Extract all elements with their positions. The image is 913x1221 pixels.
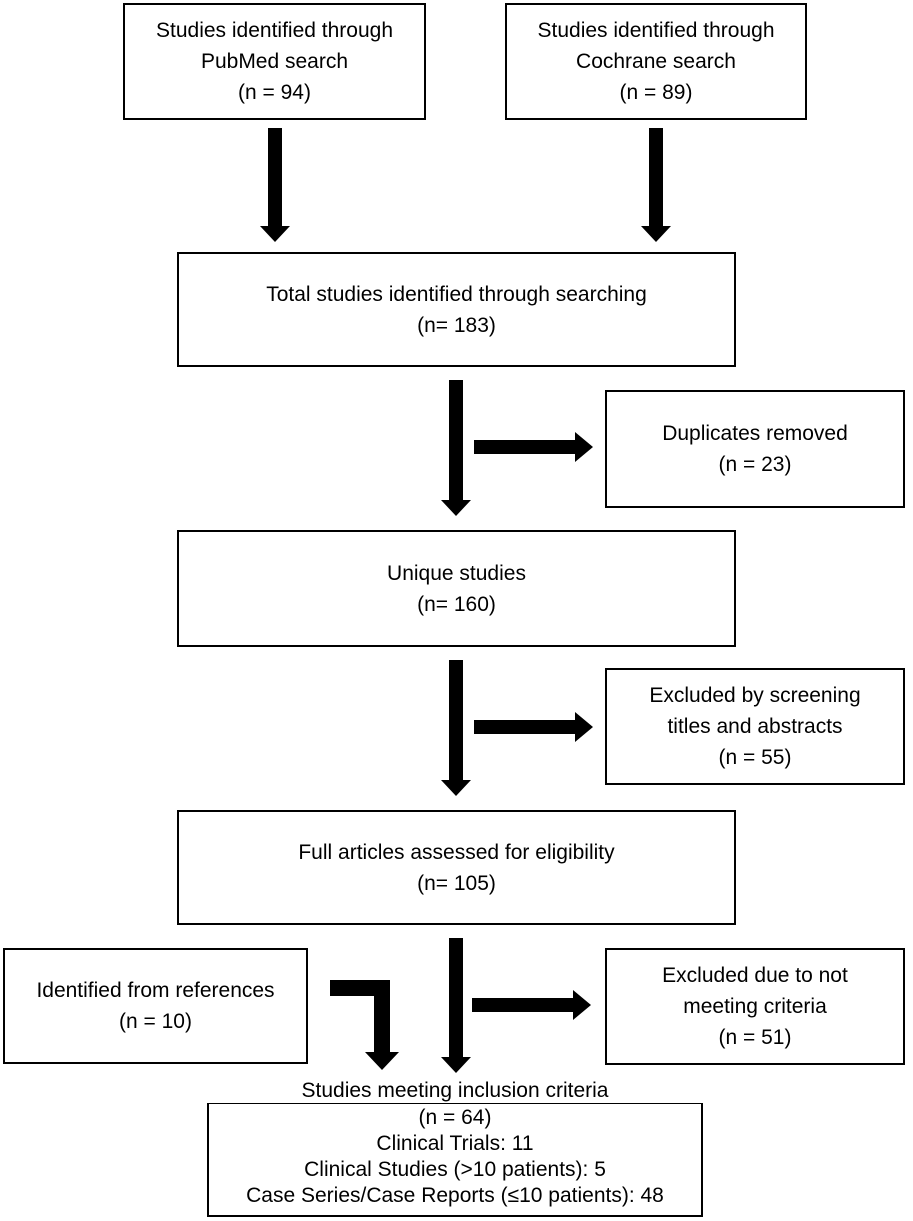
pubmed-count: (n = 94) bbox=[238, 81, 311, 104]
cochrane-line2: Cochrane search bbox=[576, 50, 736, 73]
full-articles-count: (n= 105) bbox=[417, 871, 496, 895]
cochrane-box: Studies identified through Cochrane sear… bbox=[505, 3, 807, 120]
arrow-total-to-unique bbox=[441, 380, 471, 516]
duplicates-line1: Duplicates removed bbox=[662, 422, 848, 445]
duplicates-box: Duplicates removed (n = 23) bbox=[605, 390, 905, 508]
unique-count: (n= 160) bbox=[417, 592, 496, 616]
arrow-pubmed-to-total bbox=[260, 128, 290, 242]
arrow-to-excluded-criteria bbox=[472, 990, 591, 1020]
final-clinical-trials: Clinical Trials: 11 bbox=[376, 1132, 534, 1155]
final-count: (n = 64) bbox=[418, 1106, 492, 1129]
references-line1: Identified from references bbox=[36, 979, 275, 1002]
excluded-criteria-line1: Excluded due to not bbox=[662, 964, 848, 987]
excluded-screening-line2: titles and abstracts bbox=[667, 715, 843, 738]
cochrane-line1: Studies identified through bbox=[537, 19, 775, 42]
total-count: (n= 183) bbox=[417, 313, 496, 337]
excluded-criteria-count: (n = 51) bbox=[718, 1026, 792, 1049]
cochrane-count: (n = 89) bbox=[619, 81, 693, 104]
total-line1: Total studies identified through searchi… bbox=[266, 282, 647, 306]
final-case-series: Case Series/Case Reports (≤10 patients):… bbox=[246, 1184, 664, 1207]
excluded-criteria-box: Excluded due to not meeting criteria (n … bbox=[605, 948, 905, 1065]
references-count: (n = 10) bbox=[119, 1010, 192, 1033]
pubmed-box: Studies identified through PubMed search… bbox=[123, 3, 426, 120]
total-box: Total studies identified through searchi… bbox=[177, 252, 736, 367]
references-box: Identified from references (n = 10) bbox=[3, 948, 308, 1064]
excluded-screening-line1: Excluded by screening bbox=[649, 684, 861, 707]
full-articles-line1: Full articles assessed for eligibility bbox=[298, 840, 615, 864]
arrow-to-duplicates bbox=[474, 432, 593, 462]
excluded-criteria-line2: meeting criteria bbox=[683, 995, 827, 1018]
pubmed-line1: Studies identified through bbox=[156, 19, 393, 42]
final-title: Studies meeting inclusion criteria bbox=[205, 1079, 705, 1103]
arrow-full-to-final bbox=[441, 938, 471, 1073]
final-clinical-studies: Clinical Studies (>10 patients): 5 bbox=[304, 1158, 606, 1181]
arrow-to-excluded-screening bbox=[474, 712, 593, 742]
excluded-screening-box: Excluded by screening titles and abstrac… bbox=[605, 668, 905, 785]
final-box: (n = 64) Clinical Trials: 11 Clinical St… bbox=[207, 1102, 703, 1217]
duplicates-count: (n = 23) bbox=[718, 453, 792, 476]
excluded-screening-count: (n = 55) bbox=[718, 746, 792, 769]
full-articles-box: Full articles assessed for eligibility (… bbox=[177, 810, 736, 925]
pubmed-line2: PubMed search bbox=[200, 50, 349, 73]
unique-box: Unique studies (n= 160) bbox=[177, 530, 736, 647]
arrow-unique-to-full bbox=[441, 660, 471, 796]
unique-line1: Unique studies bbox=[387, 561, 526, 585]
arrow-references-to-final bbox=[330, 980, 399, 1070]
arrow-cochrane-to-total bbox=[641, 128, 671, 242]
